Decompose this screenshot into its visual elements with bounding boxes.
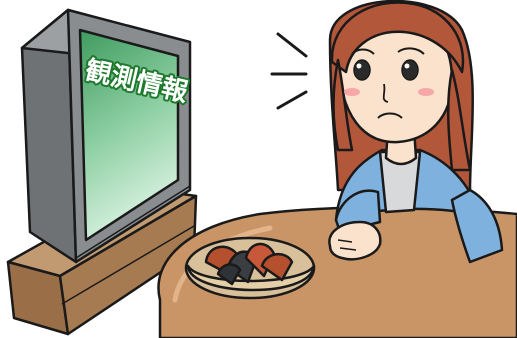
tv-screen <box>78 28 180 242</box>
tv-set <box>20 8 192 264</box>
snack-bowl <box>184 236 316 300</box>
emotion-lines <box>270 32 308 110</box>
woman-figure <box>328 0 504 264</box>
